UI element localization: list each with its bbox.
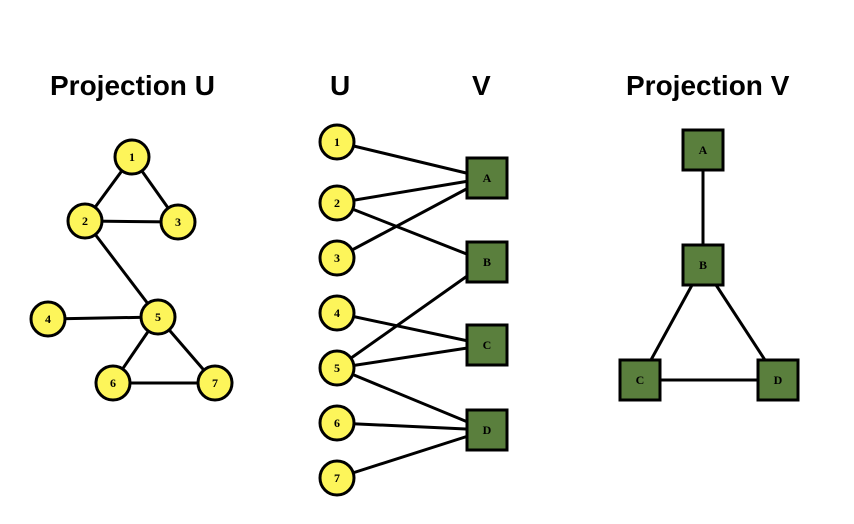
u-column-title: U: [330, 70, 351, 101]
projection-u-node-4-label: 4: [45, 312, 51, 326]
bipartite-u-node-6-shape: [318, 404, 356, 442]
projection-v-node-D-shape: [756, 358, 800, 402]
bipartite-u-node-4: 4: [318, 294, 356, 332]
bipartite-v-node-D-shape: [465, 408, 509, 452]
bipartite-edge-4-C: [336, 311, 488, 347]
bipartite-u-node-6: 6: [318, 404, 356, 442]
bipartite-v-node-C-shape: [465, 323, 509, 367]
projection-u-node-6: 6: [94, 364, 132, 402]
projection-u-node-1: 1: [113, 138, 151, 176]
bipartite-u-node-3-label: 3: [334, 251, 340, 265]
projection-u-node-7: 7: [196, 364, 234, 402]
projection-u-node-2: 2: [66, 202, 104, 240]
bipartite-u-node-3-shape: [318, 239, 356, 277]
bipartite-v-node-D-label: D: [483, 423, 492, 437]
projection-u-node-4-shape: [29, 300, 67, 338]
bipartite-u-node-4-shape: [318, 294, 356, 332]
projection-u-node-5-label: 5: [155, 310, 161, 324]
projection-v-node-B-label: B: [699, 258, 707, 272]
bipartite-u-node-1-shape: [318, 123, 356, 161]
bipartite-edge-3-A: [336, 176, 488, 260]
projection-v-title: Projection V: [626, 70, 790, 101]
bipartite-v-node-C-label: C: [483, 338, 492, 352]
projection-v-node-D-label: D: [774, 373, 783, 387]
bipartite-u-node-2-label: 2: [334, 196, 340, 210]
bipartite-edge-5-B: [336, 260, 488, 370]
projection-u-node-5-shape: [139, 298, 177, 336]
bipartite-u-node-2: 2: [318, 184, 356, 222]
projection-v-node-D: D: [756, 358, 800, 402]
bipartite-v-node-B: B: [465, 240, 509, 284]
bipartite-v-node-B-shape: [465, 240, 509, 284]
bipartite-v-node-A: A: [465, 156, 509, 200]
projection-u-node-1-label: 1: [129, 150, 135, 164]
projection-v-node-C: C: [618, 358, 662, 402]
bipartite-edge-7-D: [336, 428, 488, 480]
projection-u-node-4: 4: [29, 300, 67, 338]
projection-v-node-B: B: [681, 243, 725, 287]
bipartite-u-node-1: 1: [318, 123, 356, 161]
bipartite-v-node-B-label: B: [483, 255, 491, 269]
bipartite-v-node-A-shape: [465, 156, 509, 200]
bipartite-v-node-A-label: A: [483, 171, 492, 185]
bipartite-edge-2-B: [336, 201, 488, 264]
projection-u-title: Projection U: [50, 70, 215, 101]
projection-v-node-C-shape: [618, 358, 662, 402]
bipartite-u-node-7-shape: [318, 459, 356, 497]
bipartite-u-node-4-label: 4: [334, 306, 340, 320]
projection-u-node-3-label: 3: [175, 215, 181, 229]
projection-u-node-2-shape: [66, 202, 104, 240]
projection-u-node-1-shape: [113, 138, 151, 176]
bipartite-u-node-5: 5: [318, 349, 356, 387]
projection-v-node-A-label: A: [699, 143, 708, 157]
projection-v-node-A-shape: [681, 128, 725, 172]
bipartite-u-node-3: 3: [318, 239, 356, 277]
projection-u-node-3-shape: [159, 203, 197, 241]
projection-u-node-6-label: 6: [110, 376, 116, 390]
nodes-layer: 1 2 3 4 5 6 7 1 2 3 4 5 6 7 A B C D A B C D: [29, 123, 800, 497]
bipartite-edge-2-A: [336, 176, 488, 205]
projection-v-node-C-label: C: [636, 373, 645, 387]
bipartite-u-node-6-label: 6: [334, 416, 340, 430]
projection-u-node-3: 3: [159, 203, 197, 241]
bipartite-u-node-7: 7: [318, 459, 356, 497]
bipartite-u-node-1-label: 1: [334, 135, 340, 149]
projection-u-node-6-shape: [94, 364, 132, 402]
bipartite-edge-1-A: [336, 140, 488, 180]
bipartite-u-node-7-label: 7: [334, 471, 340, 485]
v-column-title: V: [472, 70, 491, 101]
projection-v-node-B-shape: [681, 243, 725, 287]
bipartite-u-node-5-shape: [318, 349, 356, 387]
projection-u-edge-2-5: [83, 220, 160, 318]
bipartite-v-node-C: C: [465, 323, 509, 367]
bipartite-u-node-5-label: 5: [334, 361, 340, 375]
projection-v-node-A: A: [681, 128, 725, 172]
projection-u-node-2-label: 2: [82, 214, 88, 228]
bipartite-edge-5-C: [336, 343, 488, 370]
projection-u-node-7-shape: [196, 364, 234, 402]
bipartite-edge-5-D: [336, 366, 488, 432]
projection-u-node-7-label: 7: [212, 376, 218, 390]
bipartite-v-node-D: D: [465, 408, 509, 452]
bipartite-edge-6-D: [336, 421, 488, 432]
bipartite-u-node-2-shape: [318, 184, 356, 222]
projection-u-node-5: 5: [139, 298, 177, 336]
